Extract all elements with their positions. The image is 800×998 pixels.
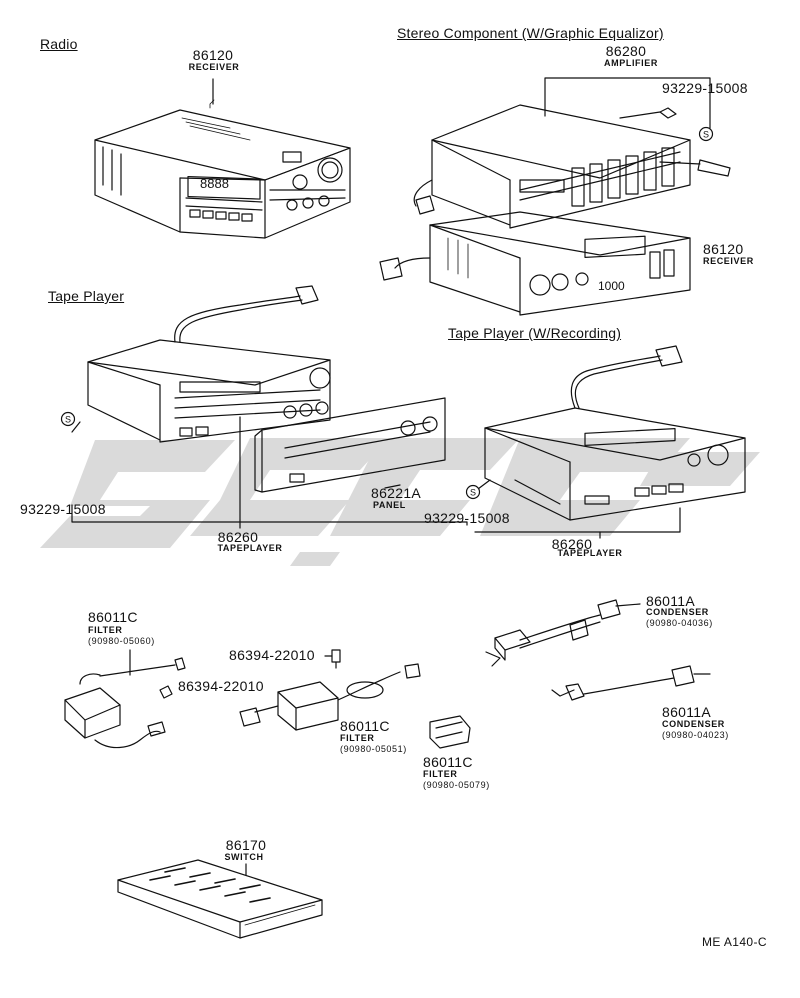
section-title-stereo: Stereo Component (W/Graphic Equalizor) bbox=[397, 25, 664, 41]
part-name-receiver-stereo: RECEIVER bbox=[703, 256, 754, 266]
screw-drawing-1 bbox=[331, 649, 341, 669]
part-name-condenser-b: CONDENSER bbox=[662, 719, 725, 729]
circled-s-icon: S bbox=[465, 484, 481, 500]
part-sub-filter-a: (90980-05060) bbox=[88, 636, 155, 646]
part-number-tapeplayer-rec: 86260 bbox=[551, 536, 593, 552]
part-number-screw-filter-1: 86394-22010 bbox=[229, 647, 315, 663]
part-name-switch: SWITCH bbox=[224, 852, 264, 862]
part-sub-condenser-b: (90980-04023) bbox=[662, 730, 729, 740]
part-number-screw-stereo: 93229-15008 bbox=[662, 80, 748, 96]
tapeplayer-rec-drawing bbox=[484, 345, 746, 521]
svg-text:S: S bbox=[65, 415, 71, 425]
part-number-filter-c: 86011C bbox=[423, 754, 473, 770]
tapeplayer-drawing bbox=[87, 285, 331, 521]
filter-c-drawing bbox=[429, 715, 471, 749]
filter-b-drawing bbox=[239, 663, 421, 731]
part-name-filter-c: FILTER bbox=[423, 769, 458, 779]
part-number-condenser-b: 86011A bbox=[662, 704, 712, 720]
condenser-a-drawing bbox=[485, 599, 641, 667]
part-name-condenser-a: CONDENSER bbox=[646, 607, 709, 617]
svg-text:S: S bbox=[703, 130, 709, 140]
filter-a-drawing bbox=[64, 657, 186, 749]
amplifier-drawing bbox=[413, 104, 731, 229]
panel-drawing bbox=[254, 397, 446, 493]
part-name-panel: PANEL bbox=[373, 500, 406, 510]
part-name-amplifier: AMPLIFIER bbox=[604, 58, 658, 68]
part-name-filter-a: FILTER bbox=[88, 625, 123, 635]
part-number-amplifier: 86280 bbox=[605, 43, 647, 59]
stereo-receiver-drawing: 1000 bbox=[379, 211, 691, 316]
section-title-tape-player-rec: Tape Player (W/Recording) bbox=[448, 325, 622, 341]
part-number-screw-filter-2: 86394-22010 bbox=[178, 678, 264, 694]
part-sub-filter-b: (90980-05051) bbox=[340, 744, 407, 754]
part-sub-filter-c: (90980-05079) bbox=[423, 780, 490, 790]
radio-display-digits: 8888 bbox=[200, 176, 229, 191]
circled-s-icon: S bbox=[698, 126, 714, 142]
part-name-filter-b: FILTER bbox=[340, 733, 375, 743]
drawing-reference: ME A140-C bbox=[702, 935, 767, 949]
part-number-filter-a: 86011C bbox=[88, 609, 138, 625]
part-number-receiver-stereo: 86120 bbox=[703, 241, 744, 257]
part-name-tapeplayer: TAPEPLAYER bbox=[217, 543, 283, 553]
part-number-panel: 86221A bbox=[371, 485, 422, 501]
switch-drawing bbox=[117, 859, 323, 939]
part-number-screw-tape: 93229-15008 bbox=[20, 501, 106, 517]
part-number-condenser-a: 86011A bbox=[646, 593, 696, 609]
condenser-b-drawing bbox=[551, 665, 711, 701]
circled-s-icon: S bbox=[60, 411, 76, 427]
section-title-tape-player: Tape Player bbox=[48, 288, 125, 304]
part-number-screw-tape-rec: 93229-15008 bbox=[424, 510, 510, 526]
section-title-radio: Radio bbox=[40, 36, 78, 52]
radio-receiver-drawing: 8888 bbox=[94, 99, 351, 239]
part-sub-condenser-a: (90980-04036) bbox=[646, 618, 713, 628]
part-number-receiver-radio: 86120 bbox=[192, 47, 234, 63]
part-name-receiver-radio: RECEIVER bbox=[188, 62, 240, 72]
stereo-display-digits: 1000 bbox=[598, 279, 625, 293]
part-name-tapeplayer-rec: TAPEPLAYER bbox=[557, 548, 623, 558]
part-number-tapeplayer: 86260 bbox=[217, 529, 259, 545]
part-number-switch: 86170 bbox=[225, 837, 267, 853]
part-number-filter-b: 86011C bbox=[340, 718, 390, 734]
svg-text:S: S bbox=[470, 488, 476, 498]
